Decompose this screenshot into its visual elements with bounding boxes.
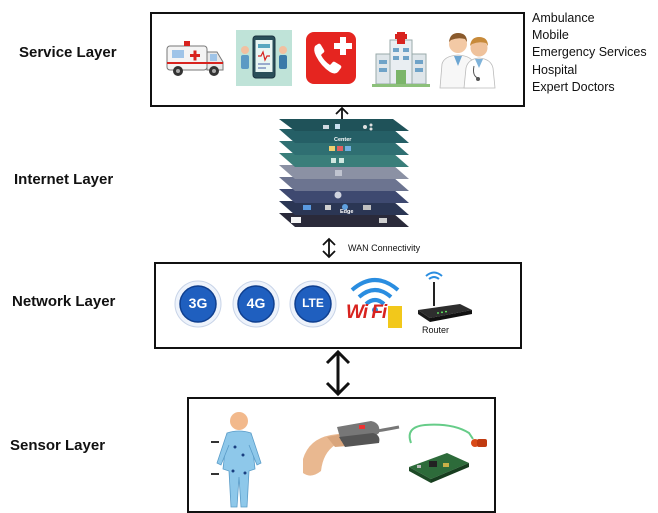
4g-icon [232,280,280,328]
network-layer-box: 3G 4G LTE Wi Fi Router [154,262,522,349]
sensor-layer-label: Sensor Layer [10,437,106,454]
body-sensor-icon [211,412,262,508]
ambulance-icon [166,41,224,76]
hospital-icon [372,32,430,87]
wan-connectivity-label: WAN Connectivity [348,243,421,253]
sensor-layer-box [187,397,496,513]
service-list: Ambulance Mobile Emergency Services Hosp… [532,10,647,96]
lte-icon [289,280,337,328]
sensor-board-icon [408,423,487,483]
large-double-arrow-icon [325,349,351,397]
doctors-icon [439,33,496,89]
wifi-label: Wi Fi [346,302,387,323]
network-layer-label: Network Layer [12,293,116,310]
service-item-ambulance: Ambulance [532,11,595,25]
cloud-layers-icon [279,119,409,227]
4g-label: 4G [246,295,266,311]
service-item-doctors: Expert Doctors [532,79,615,94]
emergency-services-icon [306,32,356,84]
router-icon [418,271,472,322]
3g-icon [174,280,222,328]
service-item-hospital: Hospital [532,62,578,77]
lte-label: LTE [302,296,324,310]
wan-arrow-icon [322,237,336,259]
pulse-oximeter-icon [303,421,400,476]
service-layer-label: Service Layer [19,44,117,61]
3g-label: 3G [188,295,208,311]
router-label: Router [422,325,450,335]
service-layer-box [150,12,525,107]
internet-layer-label: Internet Layer [14,171,114,188]
mobile-health-icon [236,30,292,86]
service-item-emergency: Emergency Services [532,45,647,60]
cloud-edge-label: Edge [340,209,354,215]
cloud-center-label: Center [334,137,352,143]
wifi-icon [350,278,402,328]
service-item-mobile: Mobile [532,28,569,43]
